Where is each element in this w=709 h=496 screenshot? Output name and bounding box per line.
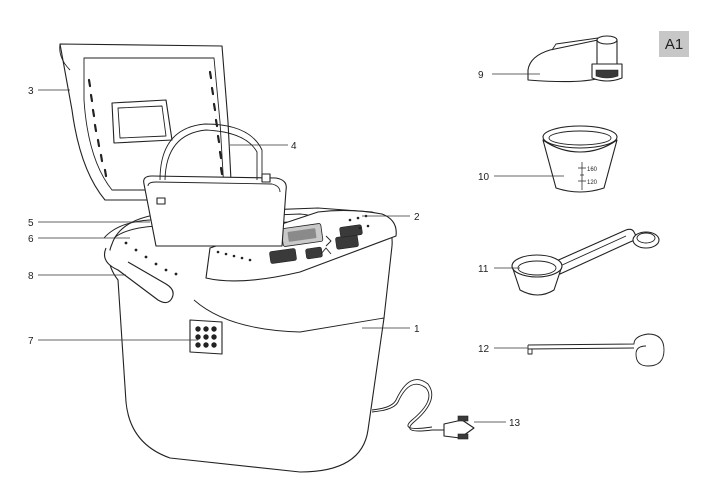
- lid: [59, 43, 233, 201]
- lid-window: [111, 99, 173, 144]
- baking-pan-rim: [147, 181, 281, 193]
- hook-tool: [527, 333, 665, 367]
- callout-label-5: 5: [28, 218, 34, 229]
- measuring-cup: 160 120: [542, 125, 618, 193]
- lid-vent-slits: [87, 70, 224, 178]
- power-plug-pin-bottom: [457, 433, 469, 440]
- hook-tool-end: [527, 345, 533, 355]
- callout-lines: [38, 73, 564, 423]
- baking-pan: [143, 123, 287, 247]
- callout-label-3: 3: [28, 86, 34, 97]
- control-panel-display-inner: [287, 228, 317, 242]
- measuring-spoon-small-bowl: [632, 231, 660, 249]
- control-arrow-right: [325, 235, 332, 247]
- callout-label-4: 4: [291, 141, 297, 152]
- callout-label-12: 12: [478, 344, 490, 355]
- baking-pan-bracket-right: [261, 173, 271, 183]
- side-vent: [189, 319, 223, 355]
- measuring-spoon-large-rim: [511, 254, 563, 278]
- callout-label-2: 2: [414, 212, 420, 223]
- side-vent-holes: [195, 326, 217, 348]
- callout-label-1: 1: [414, 324, 420, 335]
- measuring-spoon-small-bowl-inner: [636, 232, 656, 244]
- callout-label-10: 10: [478, 172, 490, 183]
- kneading-paddle-base-ring: [595, 69, 619, 79]
- callout-label-13: 13: [509, 418, 521, 429]
- page-badge-text: A1: [665, 36, 683, 53]
- page-badge: A1: [659, 31, 689, 57]
- callout-label-11: 11: [478, 264, 489, 275]
- side-carry-handle-outline: [103, 247, 174, 304]
- lid-window-inner: [117, 105, 167, 139]
- measuring-cup-rim: [542, 125, 618, 149]
- rim-dots: [124, 241, 178, 276]
- baking-pan-bracket-left: [156, 197, 166, 205]
- power-plug-pin-top: [457, 415, 469, 422]
- power-cord: [371, 379, 475, 440]
- baking-pan-handle-inner: [164, 129, 258, 181]
- callout-labels: 3 4 5 6 8 7 2 1 9 10 11 12 13: [28, 70, 521, 429]
- bread-maker: [59, 43, 475, 473]
- power-cord-line-inner: [371, 383, 433, 429]
- control-arrow-up: [320, 247, 332, 255]
- measuring-cup-body: [542, 139, 618, 193]
- callout-label-9: 9: [478, 70, 484, 81]
- kneading-paddle: [527, 35, 623, 83]
- measuring-cup-rim-inner: [548, 130, 612, 146]
- measuring-spoon: [511, 228, 660, 296]
- kneading-paddle-top: [596, 35, 618, 45]
- measuring-cup-mark-160: 160: [587, 167, 598, 173]
- baking-pan-body: [143, 175, 287, 247]
- measuring-spoon-handle-groove: [559, 235, 627, 267]
- callout-label-7: 7: [28, 336, 34, 347]
- kneading-paddle-blade: [527, 39, 601, 83]
- measuring-cup-mark-120: 120: [587, 180, 598, 186]
- kneading-paddle-edge: [551, 37, 599, 51]
- hook-tool-wire-2: [527, 347, 635, 350]
- side-carry-handle: [103, 247, 174, 304]
- body-panel-line: [193, 299, 385, 333]
- measuring-spoon-handle: [553, 228, 637, 275]
- control-button-left[interactable]: [269, 248, 297, 264]
- hook-tool-wire: [527, 333, 665, 367]
- lid-edge: [59, 43, 71, 71]
- callout-label-6: 6: [28, 234, 34, 245]
- callout-label-8: 8: [28, 271, 34, 282]
- power-cord-line: [371, 379, 444, 432]
- control-button-right-upper[interactable]: [339, 224, 363, 238]
- control-button-mid[interactable]: [305, 246, 323, 260]
- baking-pan-handle: [159, 123, 263, 181]
- page-badge-background: [659, 31, 689, 57]
